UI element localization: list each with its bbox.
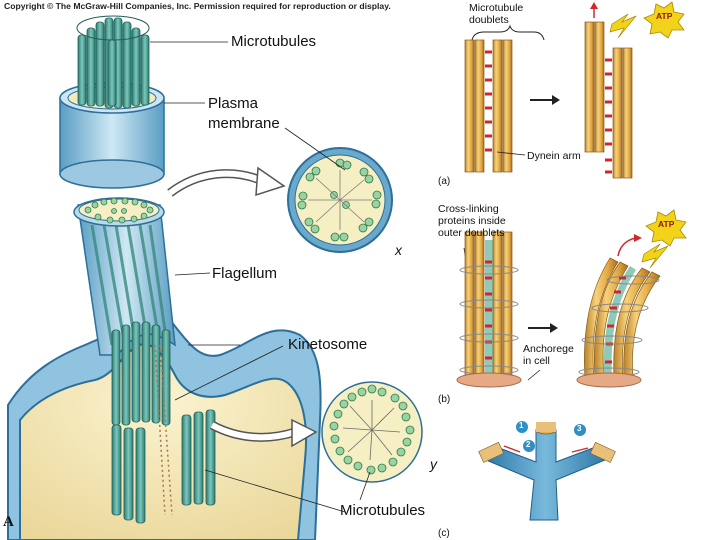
cell-body <box>7 311 322 540</box>
label-kinetosome: Kinetosome <box>288 336 368 353</box>
label-y: y <box>430 456 437 472</box>
arrow-to-x <box>167 166 286 197</box>
caption-a: (a) <box>438 176 451 187</box>
flagellum-shaft <box>77 204 176 356</box>
label-proteins-inside: proteins inside <box>438 215 506 227</box>
label-microtubules-top: Microtubules <box>231 33 317 50</box>
label-microtubules-bottom: Microtubules <box>340 502 426 519</box>
copyright-notice: Copyright © The McGraw-Hill Companies, I… <box>4 1 391 11</box>
step-3-marker: 3 <box>577 424 582 433</box>
step-2-marker: 2 <box>526 440 531 449</box>
label-plasma-line1: Plasma <box>208 95 259 112</box>
label-outer-doublets: outer doublets <box>438 227 505 239</box>
label-anchorege: Anchorege <box>523 343 574 355</box>
leader-lines <box>150 41 371 513</box>
label-microtubule: Microtubule <box>469 2 524 14</box>
atp-burst-a <box>643 1 685 39</box>
panel-b-diagram <box>456 231 669 388</box>
panel-label-a-left: A <box>3 514 14 530</box>
panel-c-diagram <box>478 421 616 521</box>
caption-c: (c) <box>438 528 450 539</box>
label-x: x <box>395 242 402 258</box>
atp-burst-b <box>645 209 687 247</box>
label-flagellum: Flagellum <box>212 265 278 282</box>
microtubule-bundle <box>76 15 150 109</box>
caption-b: (b) <box>438 394 451 405</box>
atp-label-a: ATP <box>656 11 673 21</box>
panel-a-diagram <box>464 2 637 179</box>
cross-section-x <box>287 147 393 253</box>
arrow-to-y <box>209 418 318 448</box>
atp-label-b: ATP <box>658 219 675 229</box>
label-in-cell: in cell <box>523 355 550 367</box>
label-cross-linking: Cross-linking <box>438 203 499 215</box>
step-1-marker: 1 <box>519 421 524 430</box>
label-dynein-arm: Dynein arm <box>527 150 581 162</box>
cross-section-y <box>321 381 423 483</box>
label-plasma-line2: membrane <box>208 115 280 132</box>
kinetosome-tubules <box>111 321 216 524</box>
label-doublets: doublets <box>469 14 509 26</box>
flagellum-cross-section-slab <box>73 197 165 227</box>
